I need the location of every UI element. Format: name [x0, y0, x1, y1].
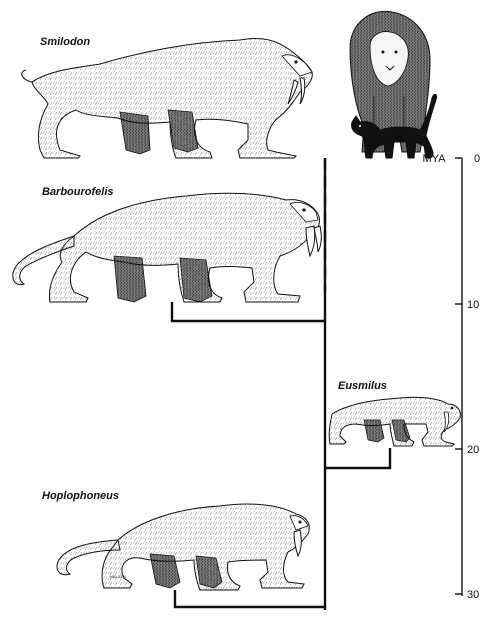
eusmilus-branch	[325, 448, 390, 468]
tick-label-30: 30	[467, 589, 479, 601]
hoplophoneus-branch	[175, 590, 325, 607]
tick-label-0: 0	[474, 153, 480, 165]
time-axis: MYA 0 10 20 30	[422, 153, 480, 601]
barbourofelis-illustration: Barbourofelis	[13, 186, 322, 302]
taxon-label-barbourofelis: Barbourofelis	[42, 186, 114, 198]
eusmilus-illustration: Eusmilus	[329, 380, 460, 446]
tick-label-20: 20	[467, 444, 479, 456]
barbourofelis-branch	[172, 302, 325, 321]
taxon-label-eusmilus: Eusmilus	[338, 380, 387, 392]
axis-unit-label: MYA	[422, 153, 446, 165]
smilodon-illustration: Smilodon	[22, 36, 313, 158]
hoplophoneus-illustration: NELSEN Hoplophoneus	[42, 490, 309, 590]
taxon-label-smilodon: Smilodon	[40, 36, 90, 48]
taxon-label-hoplophoneus: Hoplophoneus	[42, 490, 119, 502]
artist-signature: NELSEN	[110, 574, 126, 579]
tick-label-10: 10	[467, 299, 479, 311]
